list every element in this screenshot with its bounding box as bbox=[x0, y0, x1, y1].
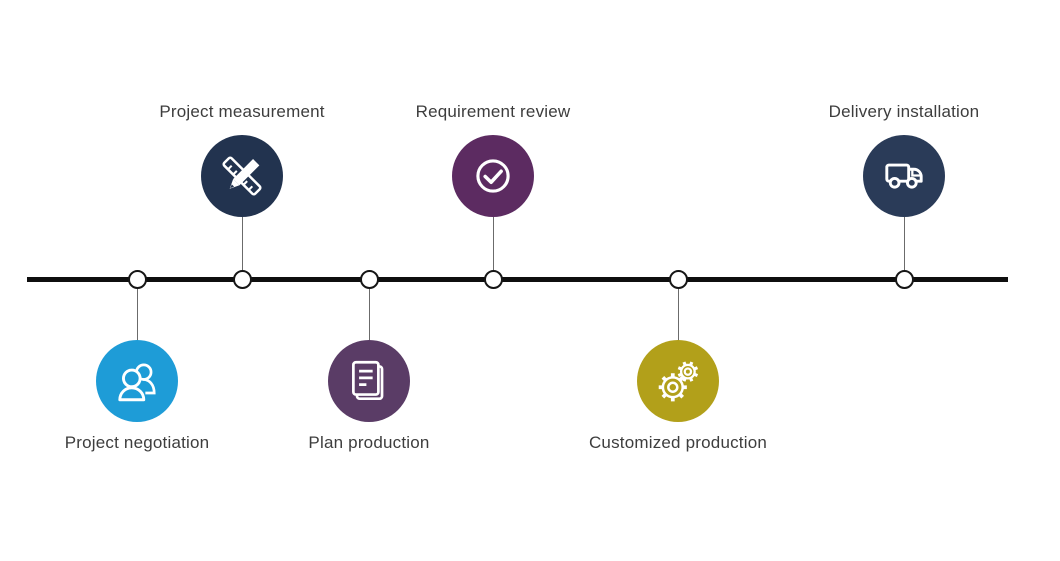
step-icon-circle bbox=[637, 340, 719, 422]
timeline-node bbox=[232, 269, 252, 289]
timeline-line bbox=[27, 277, 1008, 282]
timeline-step-customized-production: Customized production bbox=[589, 0, 767, 561]
check-circle-icon bbox=[476, 159, 510, 193]
timeline-node bbox=[668, 269, 688, 289]
timeline-step-requirement-review: Requirement review bbox=[416, 0, 570, 561]
timeline-step-project-negotiation: Project negotiation bbox=[65, 0, 209, 561]
timeline-node bbox=[483, 269, 503, 289]
step-label: Requirement review bbox=[415, 102, 571, 121]
connector-line bbox=[241, 215, 243, 270]
people-icon bbox=[118, 363, 156, 402]
truck-icon bbox=[885, 163, 923, 189]
step-label: Project measurement bbox=[159, 102, 325, 121]
documents-icon bbox=[352, 360, 384, 401]
step-icon-circle bbox=[328, 340, 410, 422]
timeline-node bbox=[359, 269, 379, 289]
connector-line bbox=[136, 289, 138, 341]
step-icon-circle bbox=[201, 135, 283, 217]
connector-line bbox=[677, 289, 679, 341]
timeline-node bbox=[894, 269, 914, 289]
step-label: Plan production bbox=[308, 433, 430, 452]
step-label: Delivery installation bbox=[828, 102, 980, 121]
step-label: Project negotiation bbox=[64, 433, 210, 452]
connector-line bbox=[368, 289, 370, 341]
connector-line bbox=[903, 215, 905, 270]
step-icon-circle bbox=[863, 135, 945, 217]
timeline-step-delivery-installation: Delivery installation bbox=[829, 0, 979, 561]
step-icon-circle bbox=[96, 340, 178, 422]
step-label: Customized production bbox=[588, 433, 768, 452]
connector-line bbox=[492, 215, 494, 270]
gears-icon bbox=[658, 361, 699, 402]
timeline-step-project-measurement: Project measurement bbox=[159, 0, 324, 561]
timeline-step-plan-production: Plan production bbox=[308, 0, 429, 561]
ruler-pencil-icon bbox=[222, 156, 262, 196]
step-icon-circle bbox=[452, 135, 534, 217]
timeline-node bbox=[127, 269, 147, 289]
